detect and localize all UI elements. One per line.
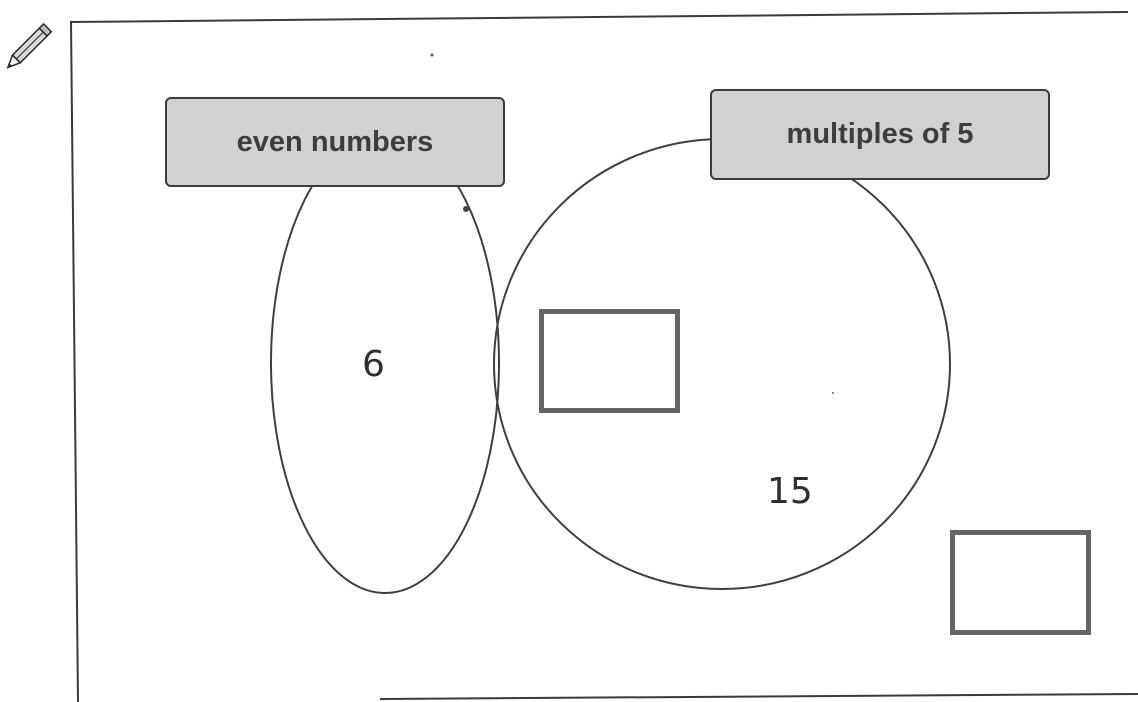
outside-answer-box[interactable] (950, 530, 1091, 635)
even-only-number: 6 (362, 344, 385, 385)
even-numbers-label-text: even numbers (236, 125, 434, 158)
frame-bottom-line (379, 693, 1138, 700)
scan-speck (832, 392, 834, 394)
even-numbers-circle (270, 132, 500, 594)
multiples-of-5-only-number: 15 (767, 471, 813, 512)
multiples-of-5-label: multiples of 5 (710, 89, 1050, 180)
pencil-icon (6, 22, 53, 69)
scan-speck (463, 206, 469, 212)
scan-speck (430, 53, 434, 57)
even-numbers-label: even numbers (165, 97, 505, 187)
intersection-answer-box[interactable] (539, 309, 680, 413)
frame-left-line (70, 21, 79, 702)
multiples-of-5-label-text: multiples of 5 (786, 118, 974, 150)
frame-top-line (69, 11, 1129, 23)
